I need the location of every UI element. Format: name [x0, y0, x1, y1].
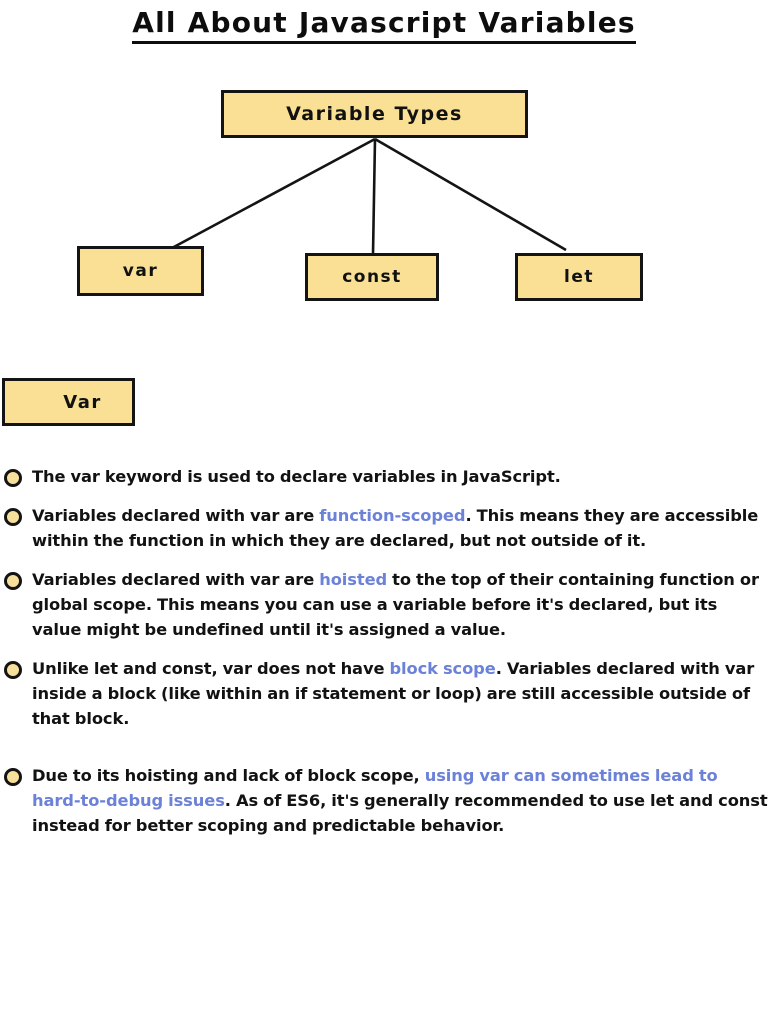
- accent-phrase: block scope: [389, 659, 496, 678]
- plain-phrase: Unlike let and const, var does not have: [32, 659, 390, 678]
- section-heading-var: Var: [2, 378, 135, 426]
- plain-phrase: . This means they are accessible within …: [32, 506, 764, 550]
- list-item-text: The var keyword is used to declare varia…: [32, 464, 768, 489]
- connector-root-to-const: [371, 138, 377, 255]
- variable-types-diagram: Variable Types var const let: [0, 0, 768, 340]
- diagram-connector-lines: [171, 137, 567, 255]
- list-item: Unlike let and const, var does not have …: [0, 656, 768, 731]
- list-item-text: Variables declared with var are function…: [32, 503, 768, 553]
- list-item-text: Unlike let and const, var does not have …: [32, 656, 768, 731]
- plain-phrase: Variables declared with var are: [32, 570, 320, 589]
- plain-phrase: Variables declared with var are: [32, 506, 320, 525]
- accent-phrase: function-scoped: [319, 506, 466, 525]
- page-title-text: All About Javascript Variables: [132, 6, 636, 44]
- bullet-circle-icon: [4, 508, 22, 526]
- list-item-text: Variables declared with var are hoisted …: [32, 567, 768, 642]
- page-title: All About Javascript Variables: [0, 6, 768, 44]
- plain-phrase: . As of ES6, it's generally recommended …: [32, 791, 768, 835]
- list-item: The var keyword is used to declare varia…: [0, 464, 768, 489]
- accent-phrase: hoisted: [319, 570, 388, 589]
- plain-phrase: . Variables declared with var inside a b…: [32, 659, 760, 728]
- diagram-node-label: Variable Types: [286, 103, 463, 125]
- diagram-node-var[interactable]: var: [77, 246, 204, 296]
- list-item: Variables declared with var are function…: [0, 503, 768, 553]
- diagram-node-label: var: [122, 261, 159, 281]
- diagram-node-label: let: [564, 267, 594, 287]
- plain-phrase: to the top of their containing function …: [32, 570, 764, 639]
- diagram-node-label: const: [342, 267, 402, 287]
- connector-root-to-var: [171, 137, 376, 250]
- list-item-text: Due to its hoisting and lack of block sc…: [32, 763, 768, 838]
- section-heading-label: Var: [63, 391, 102, 413]
- plain-phrase: The var keyword is used to declare varia…: [32, 467, 561, 486]
- list-item: Variables declared with var are hoisted …: [0, 567, 768, 642]
- plain-phrase: Due to its hoisting and lack of block sc…: [32, 766, 425, 785]
- diagram-node-let[interactable]: let: [515, 253, 643, 301]
- connector-root-to-let: [374, 137, 567, 252]
- list-item: Due to its hoisting and lack of block sc…: [0, 763, 768, 838]
- accent-phrase: using var can sometimes lead to hard-to-…: [32, 766, 723, 810]
- bullet-circle-icon: [4, 572, 22, 590]
- bullet-circle-icon: [4, 768, 22, 786]
- bullet-circle-icon: [4, 661, 22, 679]
- diagram-node-variable-types[interactable]: Variable Types: [221, 90, 528, 138]
- var-bullet-list: The var keyword is used to declare varia…: [0, 464, 768, 852]
- bullet-circle-icon: [4, 469, 22, 487]
- diagram-node-const[interactable]: const: [305, 253, 439, 301]
